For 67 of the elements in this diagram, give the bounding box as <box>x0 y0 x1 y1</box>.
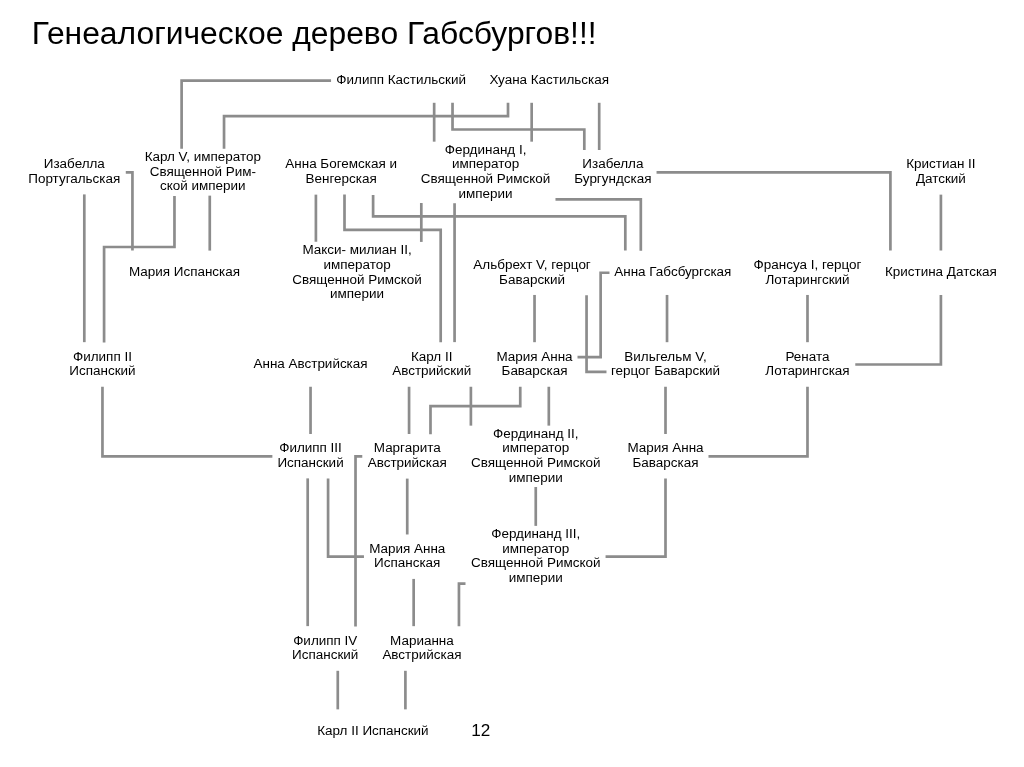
connector <box>605 478 667 559</box>
connector <box>708 386 809 458</box>
connector <box>469 386 472 426</box>
node-text: Кристиан II Датский <box>905 156 976 187</box>
connector <box>411 578 415 627</box>
node-text: Филипп Кастильский <box>335 71 466 87</box>
connector <box>854 294 942 366</box>
node-text: Мария Испанская <box>128 264 240 280</box>
connector <box>419 203 423 242</box>
connector <box>546 386 550 426</box>
connector <box>597 102 601 150</box>
node-text: Фердинанд II, император Священной Римской империи <box>470 425 601 485</box>
connector <box>314 194 317 242</box>
node-text: Изабелла Бургундская <box>573 156 651 187</box>
connector <box>305 478 309 627</box>
connector <box>939 194 942 251</box>
node-text: Кристина Датская <box>884 264 997 280</box>
connector <box>179 79 331 149</box>
connector <box>308 386 312 434</box>
node-text: Вильгельм V, герцог Баварский <box>610 348 720 379</box>
label: 12 <box>470 720 490 741</box>
connector <box>405 478 409 535</box>
connector <box>432 102 435 142</box>
node-text: Хуана Кастильская <box>488 71 609 87</box>
node-text: Филипп III Испанский <box>276 440 344 471</box>
connector <box>532 294 536 343</box>
node-text: Карл II Испанский <box>316 723 429 739</box>
node-text: Рената Лотарингская <box>764 348 850 379</box>
connector <box>326 478 364 559</box>
node-text: Фердинанд I, император Священной Римской империи <box>420 141 550 201</box>
connector <box>100 386 272 458</box>
connector <box>403 670 407 710</box>
node-text: Альбрехт V, герцог Баварский <box>472 256 591 287</box>
node-text: Карл II Австрийский <box>391 348 471 379</box>
connector <box>529 102 533 142</box>
connector <box>584 295 606 374</box>
connector <box>407 386 410 434</box>
connector <box>533 487 537 526</box>
node-text: Фердинанд III, император Священной Римской империи <box>470 526 601 586</box>
node-text: Марианна Австрийская <box>381 632 461 663</box>
connector <box>452 203 456 343</box>
connector <box>656 171 892 251</box>
node-text: Мария Анна Баварская <box>626 440 704 471</box>
connector <box>450 102 586 150</box>
node-text: Макси- милиан II, император Священной Римской империи <box>291 242 422 302</box>
connector <box>665 294 668 343</box>
node-text: Анна Габсбургская <box>613 264 731 280</box>
connector <box>335 670 339 710</box>
node-text: Филипп IV Испанский <box>291 632 358 663</box>
node-text: Филипп II Испанский <box>68 348 136 379</box>
node-text: Маргарита Австрийская <box>367 440 447 471</box>
connector <box>554 197 642 251</box>
connector <box>342 194 442 343</box>
node-text: Мария Анна Испанская <box>368 540 445 571</box>
connector <box>805 294 809 343</box>
diagram-title: Генеалогическое дерево Габсбургов!!! <box>31 14 597 51</box>
node-text: Анна Богемская и Венгерская <box>284 156 397 187</box>
connector <box>371 194 627 251</box>
node-text: Франсуа I, герцог Лотарингский <box>753 256 861 287</box>
node-text: Анна Австрийская <box>252 355 368 371</box>
node-text: Мария Анна Баварская <box>495 348 573 379</box>
node-text: Карл V, император Священной Рим- ской империи <box>144 149 261 194</box>
connector <box>82 194 86 343</box>
connector <box>102 196 176 343</box>
connector <box>207 195 211 251</box>
connector <box>663 386 667 434</box>
node-text: Изабелла Португальская <box>27 156 120 187</box>
